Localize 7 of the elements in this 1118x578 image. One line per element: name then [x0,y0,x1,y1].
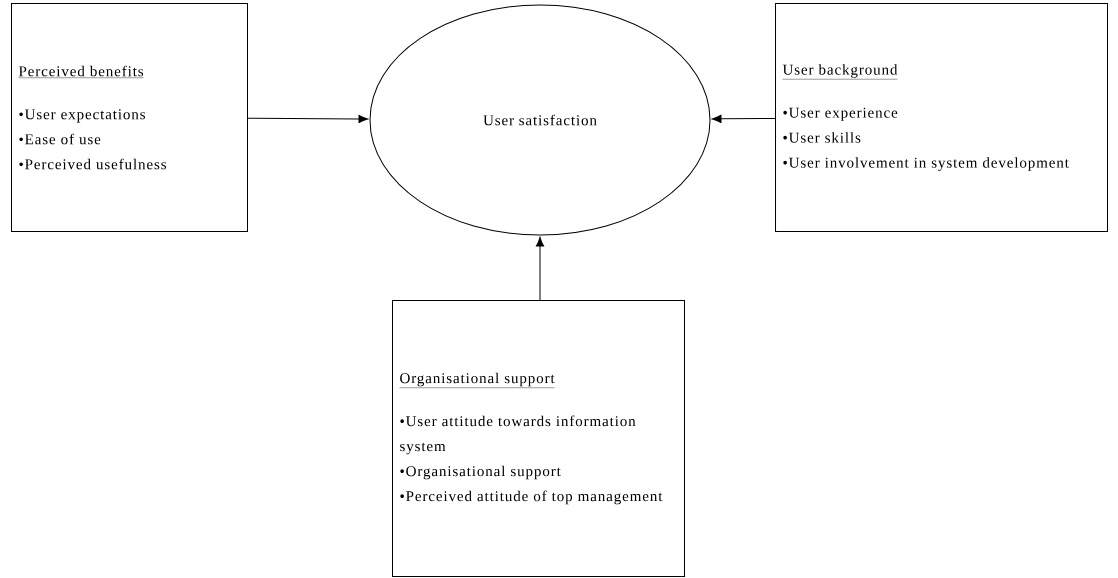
ellipse-node: User satisfaction [369,4,711,236]
text-box: Organisational support •User attitude towards information system •Organisational support •Perceived attitude of top management [392,300,685,577]
arrow [711,114,776,123]
text-box: User background •User experience •User skills •User involvement in system development [775,3,1108,232]
text-box: Perceived benefits •User expectations •Ease of use •Perceived usefulness [11,3,248,232]
arrow [535,236,545,301]
arrow [247,114,369,123]
